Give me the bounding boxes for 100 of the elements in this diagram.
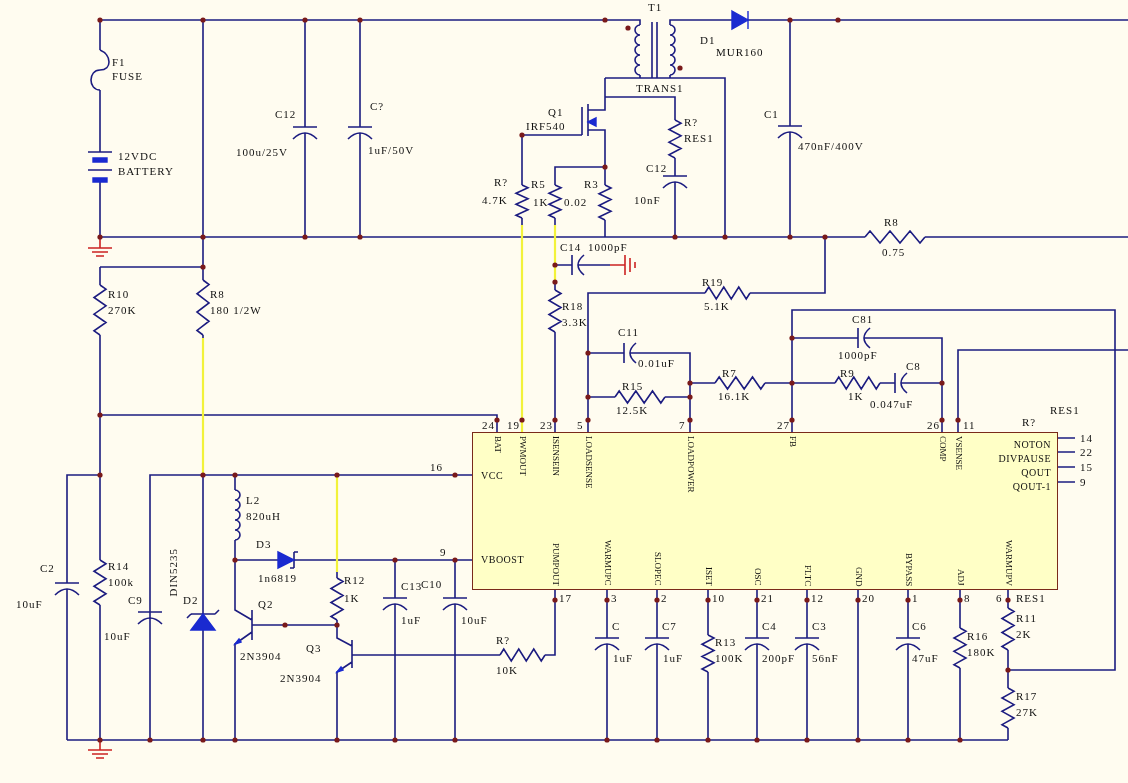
- component-label: 100u/25V: [236, 146, 288, 158]
- component-label: 180K: [967, 646, 996, 658]
- ic-chip-box: [472, 432, 1058, 590]
- component-label: 180 1/2W: [210, 304, 262, 316]
- component-label: 2N3904: [240, 650, 282, 662]
- component-label: 10uF: [104, 630, 131, 642]
- component-label: C6: [912, 620, 927, 632]
- pin-name: GND: [853, 566, 864, 586]
- pin-name: QOUT-1: [1012, 481, 1051, 492]
- component-label: C: [612, 620, 621, 632]
- component-label: 100K: [715, 652, 744, 664]
- component-label: 9: [1080, 476, 1087, 488]
- component-label: FUSE: [112, 70, 143, 82]
- pin-name: ADJ: [955, 569, 966, 586]
- component-label: 21: [761, 592, 774, 604]
- component-label: 5: [577, 419, 584, 431]
- pin-name: DIVPAUSE: [998, 453, 1051, 464]
- component-label: RES1: [684, 132, 714, 144]
- component-label: 12VDC: [118, 150, 158, 162]
- component-label: 10uF: [16, 598, 43, 610]
- pin-name: VCC: [481, 470, 504, 481]
- component-label: 1uF: [401, 614, 422, 626]
- component-label: 22: [1080, 446, 1093, 458]
- pin-name: LOADSENSE: [583, 436, 594, 489]
- component-label: R7: [722, 367, 737, 379]
- component-label: R?: [496, 634, 511, 646]
- component-label: C81: [852, 313, 874, 325]
- component-label: C12: [275, 108, 297, 120]
- component-label: 0.75: [882, 246, 906, 258]
- component-label: 820uH: [246, 510, 281, 522]
- component-label: 1K: [848, 390, 864, 402]
- component-label: R17: [1016, 690, 1038, 702]
- component-label: C4: [762, 620, 777, 632]
- component-label: 1000pF: [838, 349, 878, 361]
- component-label: C1: [764, 108, 779, 120]
- component-label: 470nF/400V: [798, 140, 864, 152]
- component-label: 3.3K: [562, 316, 588, 328]
- component-label: 12: [811, 592, 824, 604]
- component-label: IRF540: [526, 120, 566, 132]
- pin-name: QOUT: [1021, 467, 1051, 478]
- component-label: C9: [128, 594, 143, 606]
- component-label: 2K: [1016, 628, 1032, 640]
- component-label: R5: [531, 178, 546, 190]
- component-label: 200pF: [762, 652, 796, 664]
- component-label: 47uF: [912, 652, 939, 664]
- component-label: 56nF: [812, 652, 839, 664]
- component-label: 1K: [344, 592, 360, 604]
- component-label: 16.1K: [718, 390, 751, 402]
- component-label: Q3: [306, 642, 322, 654]
- component-label: 27: [777, 419, 790, 431]
- component-label: 10uF: [461, 614, 488, 626]
- component-label: 15: [1080, 461, 1093, 473]
- pin-name: WARMUPC: [602, 540, 613, 586]
- component-label: 1: [912, 592, 919, 604]
- pin-name: NOTON: [1013, 439, 1051, 450]
- component-label: C10: [421, 578, 443, 590]
- component-label: C14: [560, 241, 582, 253]
- pin-name: ISET: [703, 567, 714, 586]
- component-label: 9: [440, 546, 447, 558]
- component-label: C8: [906, 360, 921, 372]
- component-label: 0.02: [564, 196, 588, 208]
- component-label: C11: [618, 326, 639, 338]
- component-label: R14: [108, 560, 130, 572]
- component-label: R19: [702, 276, 724, 288]
- component-label: R18: [562, 300, 584, 312]
- component-label: C7: [662, 620, 677, 632]
- component-label: 1uF: [613, 652, 634, 664]
- component-label: RES1: [1050, 404, 1080, 416]
- component-label: Q1: [548, 106, 564, 118]
- component-label: 24: [482, 419, 495, 431]
- component-label: 100k: [108, 576, 134, 588]
- pin-name: SLOPEC: [652, 552, 663, 586]
- component-label: F1: [112, 56, 126, 68]
- component-label: 3: [611, 592, 618, 604]
- component-label: 1000pF: [588, 241, 628, 253]
- component-label: 10: [712, 592, 725, 604]
- component-label: 6: [996, 592, 1003, 604]
- component-label: D2: [183, 594, 199, 606]
- component-label: 20: [862, 592, 875, 604]
- component-label: 1n6819: [258, 572, 297, 584]
- component-label: RES1: [1016, 592, 1046, 604]
- component-label: R8: [210, 288, 225, 300]
- component-label: BATTERY: [118, 165, 174, 177]
- pin-name: VBOOST: [481, 554, 524, 565]
- component-label: TRANS1: [636, 82, 684, 94]
- component-label: C12: [646, 162, 668, 174]
- component-label: 1uF: [663, 652, 684, 664]
- component-label: 19: [507, 419, 520, 431]
- component-label: R15: [622, 380, 644, 392]
- component-label: R11: [1016, 612, 1037, 624]
- pin-name: ISENSEIN: [550, 436, 561, 476]
- component-label: R10: [108, 288, 130, 300]
- component-label: C2: [40, 562, 55, 574]
- component-label: 7: [679, 419, 686, 431]
- pin-name: PWMOUT: [517, 436, 528, 476]
- component-label: R?: [1022, 416, 1037, 428]
- component-label: 16: [430, 461, 443, 473]
- pin-name: COMP: [937, 436, 948, 462]
- component-label: 27K: [1016, 706, 1038, 718]
- component-label: C3: [812, 620, 827, 632]
